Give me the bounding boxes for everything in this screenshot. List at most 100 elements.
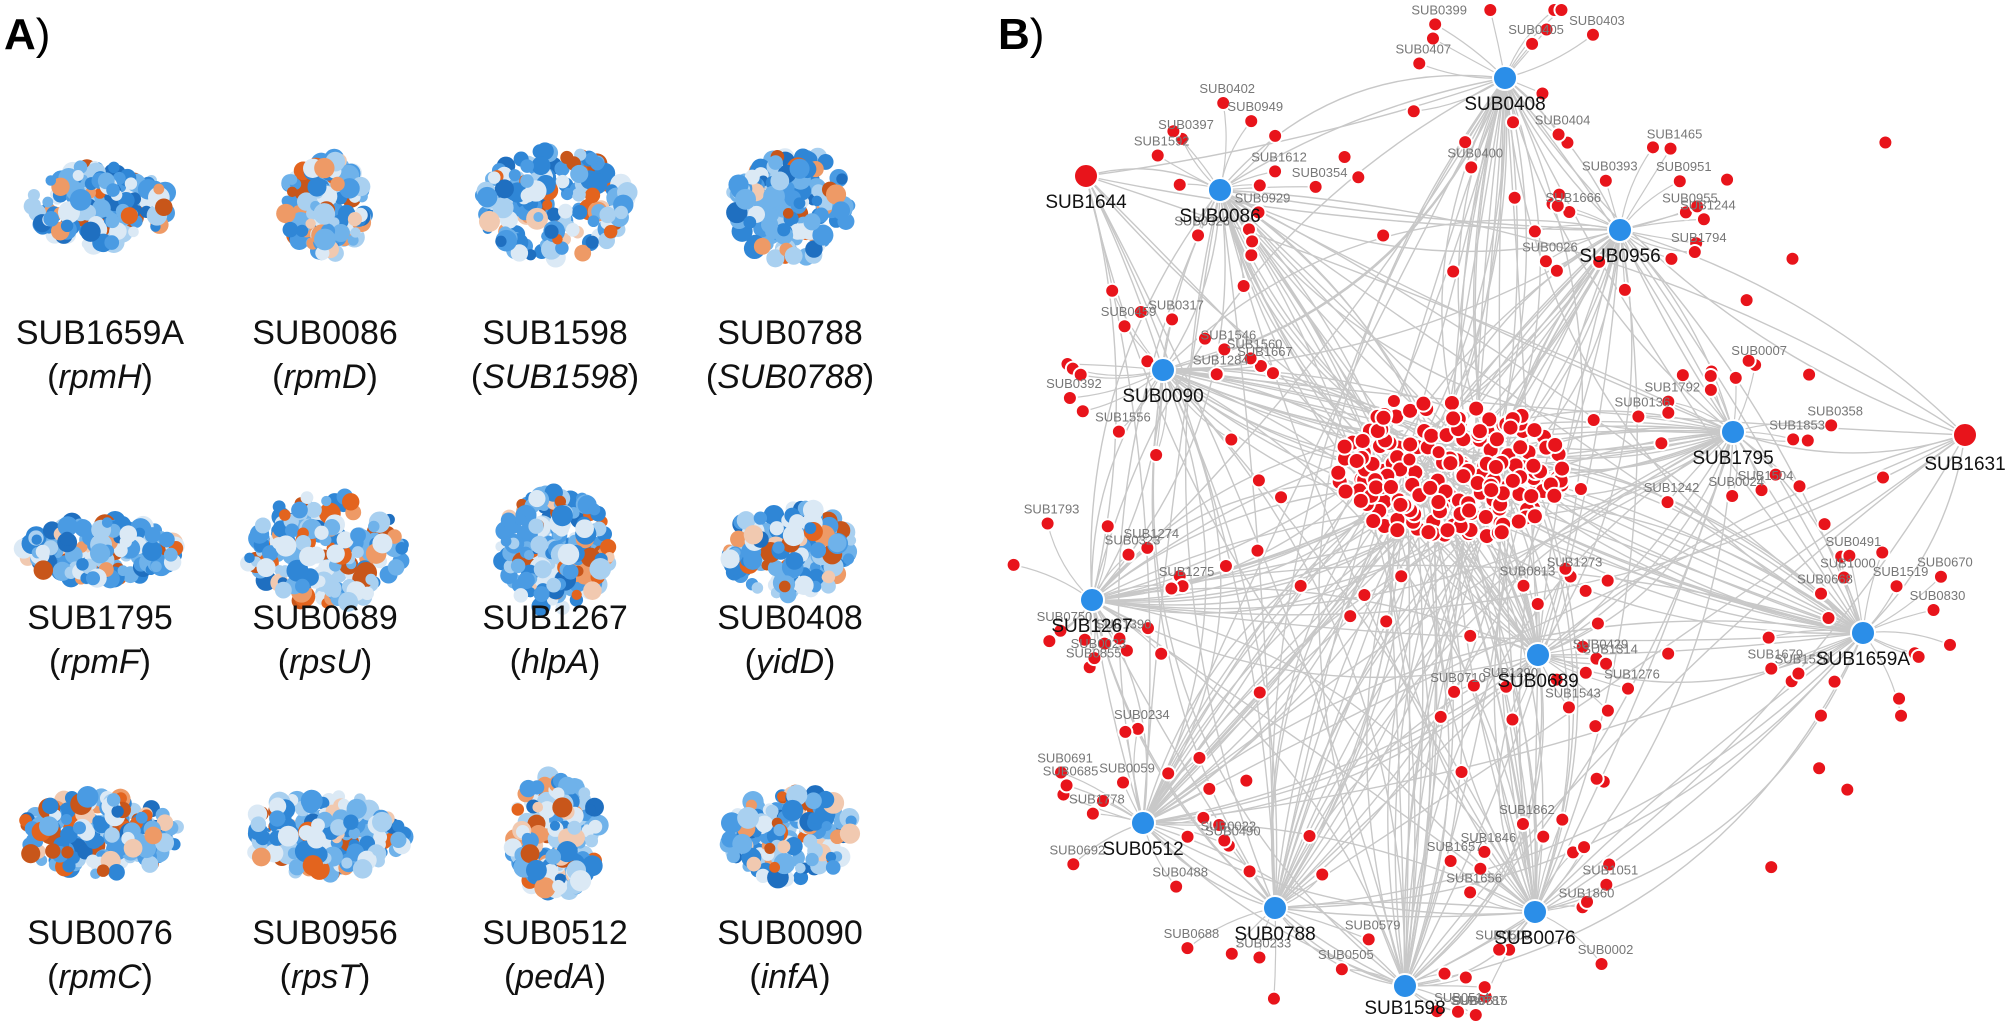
protein-node: [1644, 139, 1661, 156]
node-label: SUB0514: [1434, 990, 1490, 1005]
edge: [1219, 189, 1416, 987]
node-label: SUB1242: [1644, 480, 1700, 495]
protein-node: [1763, 660, 1780, 677]
protein-node: [1663, 250, 1680, 267]
surface-atom: [795, 862, 806, 874]
protein-node: [1515, 577, 1532, 594]
surface-atom: [600, 538, 617, 556]
node-label: SUB0392: [1046, 376, 1102, 391]
protein-node: [1503, 471, 1522, 490]
node-label: SUB0813: [1500, 564, 1556, 579]
protein-node: [1463, 159, 1480, 176]
protein-node: [1238, 772, 1255, 789]
surface-atom: [517, 571, 535, 589]
surface-atom: [538, 801, 556, 819]
protein-node: [1442, 393, 1461, 412]
hub-label: SUB0689: [1497, 671, 1578, 692]
surface-atom: [153, 183, 165, 195]
surface-atom: [295, 534, 312, 551]
protein-node: [1072, 366, 1089, 383]
surface-atom: [585, 235, 599, 249]
surface-atom: [144, 527, 161, 544]
surface-atom: [510, 244, 529, 262]
protein-node: [1053, 764, 1070, 781]
protein-node: [1816, 516, 1833, 533]
protein-node: [1421, 478, 1440, 497]
protein-node: [1587, 718, 1604, 735]
protein-node: [1525, 421, 1544, 440]
protein-structure-sub0788: [726, 147, 856, 268]
edge: [1162, 369, 1966, 436]
edge: [1091, 77, 1506, 601]
protein-node: [1139, 539, 1156, 556]
edge: [1619, 229, 1966, 436]
edge: [1274, 499, 1515, 909]
surface-atom: [276, 203, 296, 224]
surface-atom: [306, 829, 326, 849]
protein-node: [1374, 408, 1393, 427]
surface-atom: [313, 228, 336, 251]
node-label: SUB0949: [1227, 99, 1283, 114]
protein-node: [1251, 949, 1268, 966]
protein-id: SUB0090: [717, 914, 863, 952]
interaction-network: SUB0403SUB0406SUB0405SUB0400SUB0407SUB04…: [1005, 0, 2006, 1023]
protein-label: SUB0086(rpmD): [215, 311, 435, 399]
surface-atom: [250, 816, 267, 832]
surface-atom: [351, 546, 364, 559]
protein-node: [1660, 645, 1677, 662]
surface-atom: [261, 545, 279, 562]
protein-node: [1117, 723, 1134, 740]
protein-node: [1616, 281, 1633, 298]
protein-node: [1504, 711, 1521, 728]
protein-node: [1801, 366, 1818, 383]
surface-atom: [495, 235, 507, 247]
protein-node: [1061, 389, 1078, 406]
protein-node: [1250, 472, 1267, 489]
surface-atom: [141, 855, 159, 873]
protein-node: [1241, 863, 1258, 880]
edge: [1537, 434, 1966, 656]
edge: [1273, 907, 1277, 999]
surface-atom: [350, 227, 361, 238]
node-label: SUB1519: [1873, 564, 1929, 579]
protein-node: [1429, 1003, 1446, 1020]
protein-node: [1436, 965, 1453, 982]
edge: [1619, 229, 1864, 634]
edge: [1383, 480, 1406, 987]
surface-atom: [842, 553, 855, 565]
protein-id: SUB1795: [27, 599, 173, 637]
surface-atom: [51, 177, 70, 196]
protein-node: [1841, 547, 1858, 564]
protein-node: [1191, 749, 1208, 766]
protein-node: [1160, 765, 1177, 782]
surface-atom: [808, 812, 820, 824]
protein-node: [1301, 827, 1318, 844]
protein-node: [1599, 702, 1616, 719]
protein-node: [1550, 126, 1567, 143]
protein-id: SUB0408: [717, 599, 863, 637]
protein-node: [1653, 435, 1670, 452]
protein-node: [1529, 596, 1546, 613]
surface-atom: [347, 212, 362, 227]
protein-node: [1099, 518, 1116, 535]
surface-atom: [123, 838, 143, 858]
node-label: SUB0579: [1345, 917, 1401, 932]
protein-node: [1588, 770, 1605, 787]
protein-node: [1153, 645, 1170, 662]
protein-node: [1149, 147, 1166, 164]
protein-node: [1535, 828, 1552, 845]
surface-atom: [544, 224, 559, 239]
surface-atom: [845, 535, 857, 546]
surface-atom: [343, 814, 359, 830]
protein-node: [1442, 852, 1459, 869]
surface-atom: [300, 789, 323, 812]
protein-node: [1244, 233, 1261, 250]
surface-atom: [77, 844, 93, 860]
protein-node: [1041, 633, 1058, 650]
edge: [1091, 434, 1966, 616]
node-label: SUB0234: [1114, 707, 1170, 722]
surface-atom: [251, 847, 271, 867]
protein-node: [1702, 381, 1719, 398]
surface-atom: [156, 814, 174, 831]
edge: [1085, 175, 1276, 909]
